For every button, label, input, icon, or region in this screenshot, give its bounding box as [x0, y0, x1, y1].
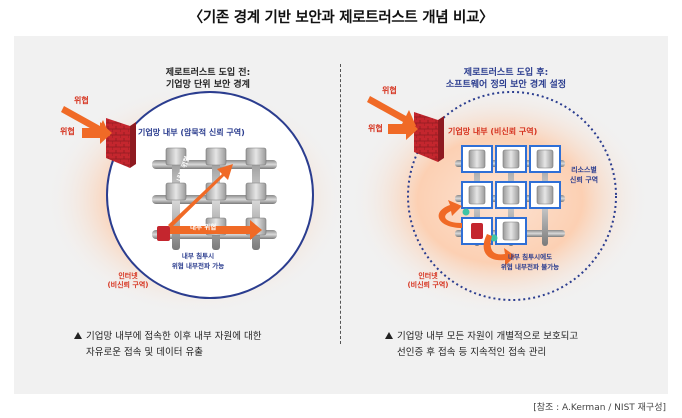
right-resource-line1: 리소스별 — [571, 166, 597, 174]
left-heading-line1: 제로트러스트 도입 전: — [165, 68, 251, 78]
right-heading-line1: 제로트러스트 도입 후: — [463, 68, 549, 78]
right-caption: 기업망 내부 모든 자원이 개별적으로 보호되고 선인증 후 접속 등 지속적인… — [385, 329, 578, 361]
right-external-threat-arrows — [367, 96, 418, 140]
right-resource-line2: 신뢰 구역 — [569, 176, 599, 184]
right-firewall — [414, 112, 444, 162]
right-caption-line1: 기업망 내부 모든 자원이 개별적으로 보호되고 — [385, 329, 578, 345]
left-diagram — [46, 85, 346, 315]
source-citation: [참조 : A.Kerman / NIST 재구성] — [533, 403, 666, 413]
right-boundary — [407, 91, 617, 301]
right-servers — [468, 149, 554, 241]
left-external-threat-arrows — [61, 106, 112, 144]
left-internal-threat-arrows — [168, 164, 262, 240]
left-threat-label-top: 위협 — [74, 96, 89, 105]
right-internet-line2: (비신뢰 구역) — [407, 281, 449, 289]
left-caption-line2: 자유로운 접속 및 데이터 유출 — [86, 347, 203, 358]
right-threat-label-top: 위협 — [382, 86, 397, 95]
right-heading-line2: 소프트웨어 정의 보안 경계 설정 — [445, 80, 567, 90]
right-diagram — [350, 85, 650, 315]
right-threat-label-mid: 위협 — [368, 124, 383, 133]
right-breach-line2: 위협 내부전파 불가능 — [500, 263, 560, 271]
right-inner-zone-label: 기업망 내부 (비신뢰 구역) — [448, 127, 538, 136]
left-internet-line1: 인터넷 — [118, 272, 138, 280]
left-caption: 기업망 내부에 접속한 이후 내부 자원에 대한 자유로운 접속 및 데이터 유… — [74, 329, 261, 361]
left-breach-line1: 내부 침투시 — [181, 252, 215, 260]
right-access-nodes — [462, 208, 498, 242]
triangle-bullet-icon — [385, 332, 393, 339]
left-threat-label-mid: 위협 — [60, 127, 75, 136]
left-heading-line2: 기업망 단위 보안 경계 — [166, 80, 250, 90]
triangle-bullet-icon — [74, 332, 82, 339]
left-internet-line2: (비신뢰 구역) — [107, 281, 149, 289]
page-title: 〈기존 경계 기반 보안과 제로트러스트 개념 비교〉 — [188, 10, 494, 26]
right-blocked-threat-arrows — [438, 200, 515, 266]
left-breach-line2: 위협 내부전파 가능 — [171, 262, 225, 270]
right-internet-line1: 인터넷 — [418, 272, 438, 280]
right-breach-line1: 내부 침투시에도 — [507, 253, 553, 261]
right-caption-line2: 선인증 후 접속 등 지속적인 접속 관리 — [397, 347, 547, 358]
left-firewall — [106, 118, 136, 168]
left-caption-line1: 기업망 내부에 접속한 이후 내부 자원에 대한 — [74, 329, 261, 345]
left-internal-threat-label: 내부 위협 — [190, 223, 217, 231]
left-inner-zone-label: 기업망 내부 (암묵적 신뢰 구역) — [138, 128, 245, 137]
